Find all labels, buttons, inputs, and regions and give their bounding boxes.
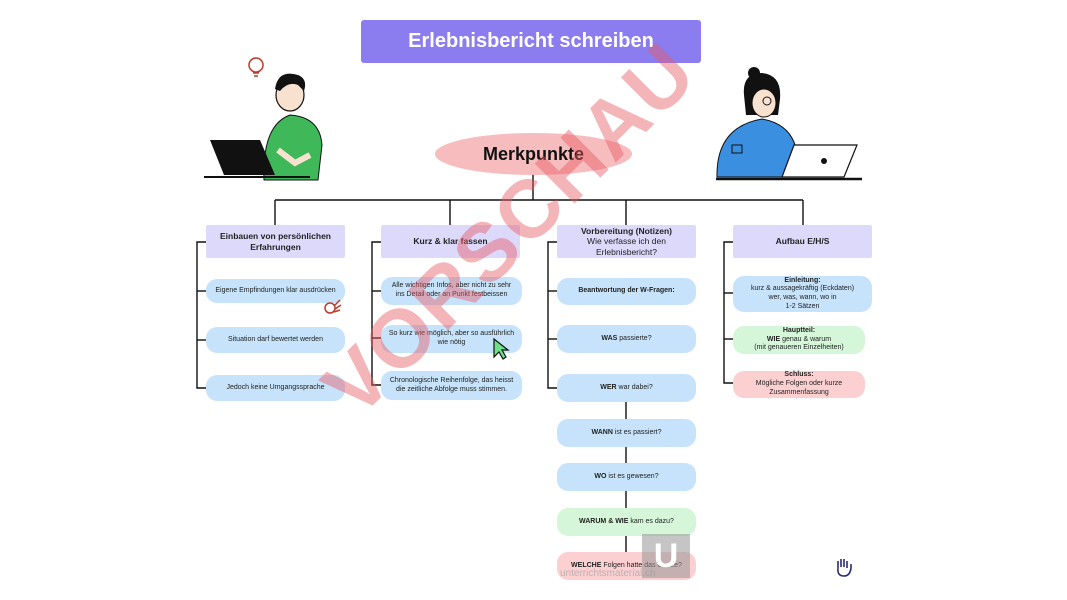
logo-text: unterrichtsmaterial.ch [560, 568, 656, 579]
list-item: WO ist es gewesen? [557, 463, 696, 491]
column-header-vorbereitung: Vorbereitung (Notizen) Wie verfasse ich … [557, 225, 696, 258]
list-item: Jedoch keine Umgangssprache [206, 375, 345, 401]
person-laptop-illustration [204, 57, 323, 181]
logo-icon: U [642, 534, 690, 578]
list-item: Einleitung: kurz & aussagekräftig (Eckda… [733, 276, 872, 312]
hand-wave-icon [837, 559, 852, 577]
person-computer-illustration [716, 67, 862, 181]
list-item: Schluss: Mögliche Folgen oder kurze Zusa… [733, 371, 865, 398]
column-header-erfahrungen: Einbauen von persönlichen Erfahrungen [206, 225, 345, 258]
list-item: Chronologische Reihenfolge, das heisst d… [381, 371, 522, 400]
list-item: WAS passierte? [557, 325, 696, 353]
column-header-aufbau: Aufbau E/H/S [733, 225, 872, 258]
cursor-arrow-icon [493, 337, 510, 360]
list-item: Alle wichtigen Infos, aber nicht zu sehr… [381, 277, 522, 305]
lightbulb-icon [248, 57, 264, 77]
list-item: WARUM & WIE kam es dazu? [557, 508, 696, 536]
list-item: Situation darf bewertet werden [206, 327, 345, 353]
list-item: Beantwortung der W-Fragen: [557, 278, 696, 305]
list-item: Eigene Empfindungen klar ausdrücken [206, 279, 345, 303]
page-title: Erlebnisbericht schreiben [361, 20, 701, 63]
root-node: Merkpunkte [435, 133, 632, 175]
list-item: WER war dabei? [557, 374, 696, 402]
column-header-kurz-klar: Kurz & klar fassen [381, 225, 520, 258]
list-item: WANN ist es passiert? [557, 419, 696, 447]
ok-hand-icon [324, 299, 342, 314]
list-item: Hauptteil: WIE genau & warum (mit genaue… [733, 326, 865, 354]
